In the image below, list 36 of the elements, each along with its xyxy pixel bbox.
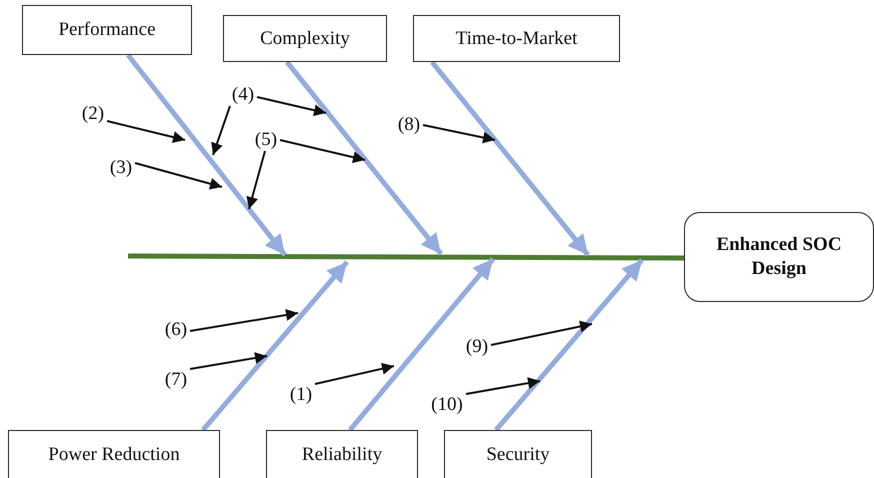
category-box: Security: [444, 430, 592, 478]
bone-arrow: [430, 60, 590, 257]
callout-number: (10): [428, 394, 466, 416]
arrow: [466, 377, 540, 395]
category-box: Power Reduction: [8, 430, 220, 478]
callout-number: (6): [162, 319, 190, 341]
bone-arrow: [348, 257, 495, 432]
callout-number: (1): [287, 384, 315, 406]
category-box: Reliability: [266, 430, 418, 478]
spine-line: [128, 254, 684, 260]
bone-arrow: [126, 53, 287, 257]
category-box: Complexity: [223, 15, 387, 62]
callout-number: (8): [395, 114, 423, 136]
arrow: [314, 362, 394, 385]
arrow: [422, 124, 496, 144]
bone-arrow: [494, 258, 644, 432]
bone-arrow: [201, 260, 349, 432]
callout-number: (2): [79, 103, 107, 125]
arrow: [106, 120, 186, 143]
arrow: [280, 139, 366, 164]
arrow: [190, 309, 298, 332]
arrow: [134, 162, 222, 190]
callout-number: (3): [107, 157, 135, 179]
arrow: [190, 352, 268, 370]
callout-number: (4): [229, 84, 257, 106]
effect-box: Enhanced SOC Design: [684, 212, 874, 302]
callout-number: (7): [162, 369, 190, 391]
bone-arrow: [285, 60, 443, 256]
category-box: Time-to-Market: [413, 15, 620, 62]
arrow: [490, 320, 592, 346]
category-box: Performance: [22, 5, 192, 55]
callout-number: (5): [252, 129, 280, 151]
arrow: [211, 106, 231, 156]
arrow: [246, 150, 266, 210]
callout-number: (9): [463, 336, 491, 358]
arrow: [256, 96, 326, 116]
